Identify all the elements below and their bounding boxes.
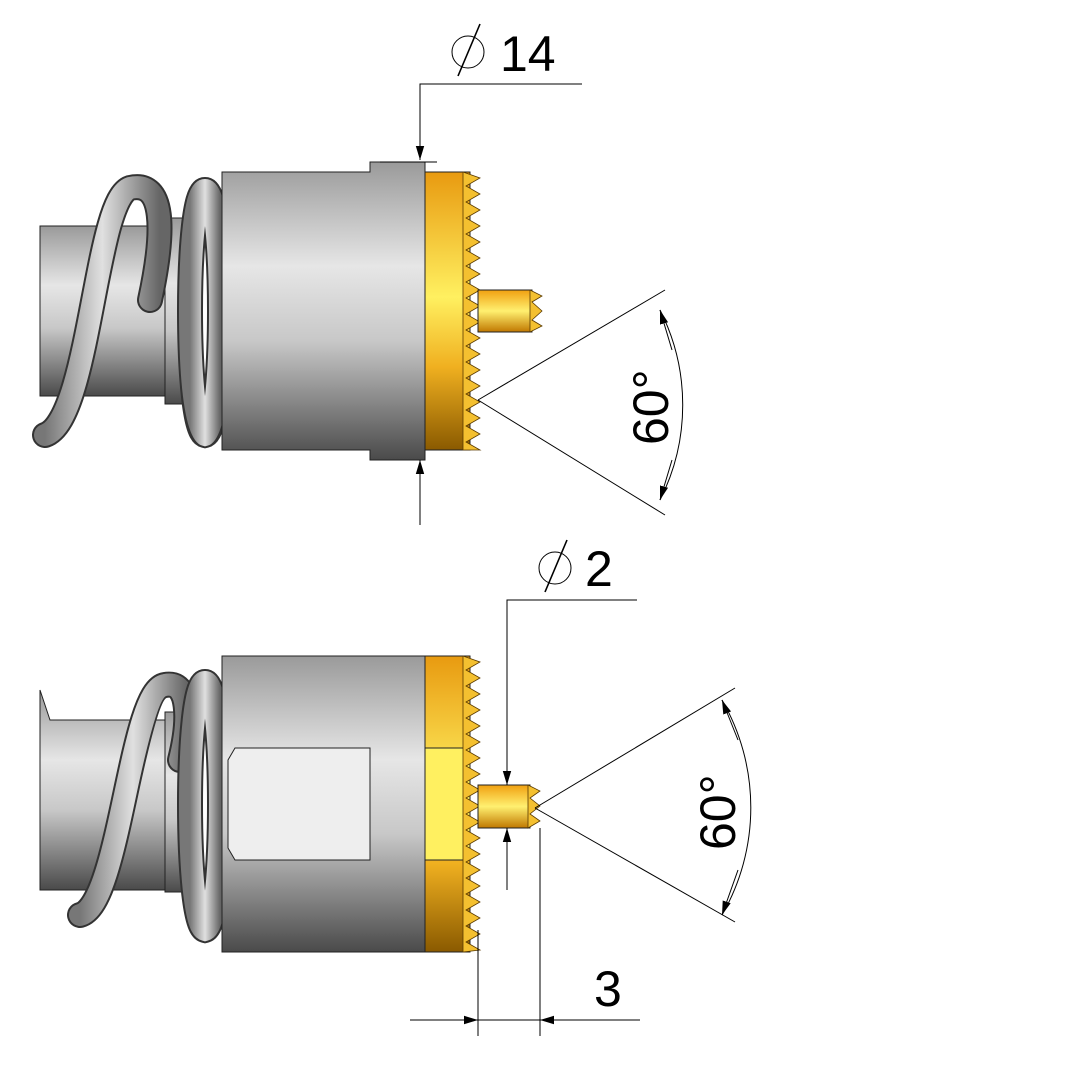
diameter-2-dimension: 2 [502,539,637,890]
body-cylinder [221,161,426,461]
spring-coil [32,174,233,449]
spring-coil [67,668,233,944]
diameter-14-dimension: 14 [380,23,582,525]
serrated-edge [462,655,482,953]
center-pin [477,784,531,829]
hex-flat [227,747,371,861]
bottom-view: 2 60° 3 [39,539,752,1036]
diameter-14-value: 14 [500,26,556,82]
diameter-symbol-icon [538,539,572,593]
gold-crown [424,171,471,451]
length-3-dimension: 3 [410,828,640,1036]
angle-60-dimension-top: 60° [477,289,684,516]
top-view: 14 60° [32,23,684,525]
pin-tips [527,784,541,829]
diameter-symbol-icon [451,23,485,77]
center-pin [477,289,533,333]
diameter-2-value: 2 [585,541,613,597]
angle-60-value-top: 60° [623,369,679,445]
serrated-edge [462,171,482,451]
angle-60-dimension-bottom: 60° [534,687,752,923]
pin-tips [529,289,543,333]
length-3-value: 3 [594,961,622,1017]
angle-60-value-bottom: 60° [690,774,746,850]
